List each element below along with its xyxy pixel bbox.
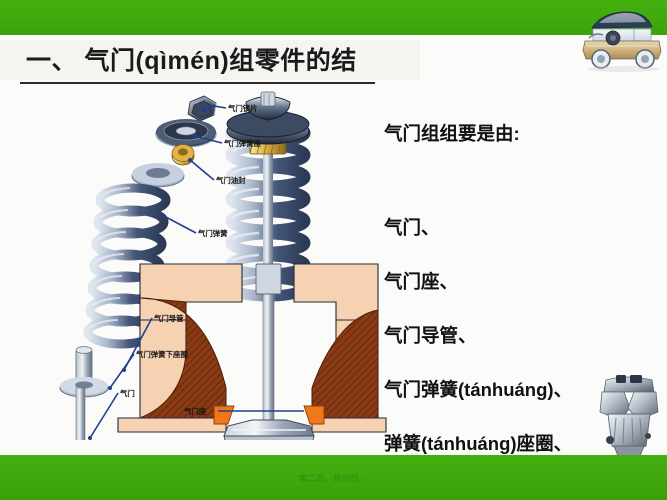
body-item-1: 气门座、 (384, 271, 459, 292)
body-item-3: 气门弹簧(tánhuáng)、 (384, 379, 573, 400)
callout-lines (89, 105, 304, 439)
engine-bolt (645, 433, 651, 439)
valve-guide-in-head (255, 263, 282, 295)
valve-spring-seat-part (155, 119, 217, 148)
callout-line-valve-spring-seat (193, 135, 223, 144)
label-valve-spring-lower-seat: 气门弹簧下座圈 (135, 350, 188, 359)
label-valve-seat: 气门座 (183, 407, 207, 416)
callout-line-valve-oil-seal (189, 159, 215, 181)
valve-part (75, 387, 86, 440)
callout-line-valve (89, 392, 119, 439)
head-deck-left (139, 263, 243, 321)
exhaust-port (311, 309, 379, 419)
body-item-0: 气门、 (384, 217, 440, 238)
car-roof-glass (599, 12, 646, 23)
body-item-4: 弹簧(tánhuáng)座圈、 (384, 433, 573, 454)
valve-spring-highlight (89, 187, 131, 329)
engine-block-body (607, 413, 651, 451)
assembled-valve-train-group (225, 91, 311, 408)
label-valve-lock-plate: 气门锁片 (227, 104, 258, 113)
callout-line-valve-spring (163, 215, 197, 234)
valve-head-face (223, 435, 315, 440)
title-background (0, 40, 420, 80)
callout-dots (88, 108, 206, 440)
lower-deck-left (117, 417, 227, 433)
valve-oil-seal-part (171, 144, 195, 166)
bottom-green-band-gradient (0, 455, 667, 500)
callout-line-valve-lock-plate (203, 105, 227, 111)
page-title: 一、 气门(qìmén)组零件的结 (26, 47, 357, 75)
callout-line-valve-spring-lower-seat (109, 353, 135, 389)
cylinder-head-cross-section (117, 263, 387, 440)
footer-page-indicator: 第二页，共20页。 (299, 474, 368, 483)
car-wheels (591, 49, 655, 69)
bottom-green-band (0, 455, 667, 500)
label-valve-guide: 气门导管 (153, 314, 184, 323)
callout-labels: 气门锁片 气门弹簧座 气门油封 气门弹簧 气门导管 气门弹簧下座圈 气门 气门座 (119, 104, 262, 416)
top-green-band-gradient (0, 0, 667, 35)
engine-block-photo (592, 370, 666, 462)
assembled-valve-stem (263, 108, 273, 408)
label-valve-oil-seal: 气门油封 (215, 176, 246, 185)
exploded-parts-group (59, 95, 217, 440)
engine-cover-block-2 (630, 375, 642, 383)
valve-seat-insert-left (213, 405, 235, 425)
spring-upper-washer-part (131, 163, 185, 188)
lower-deck-right (311, 417, 387, 433)
title-underline (20, 82, 375, 84)
top-green-band (0, 0, 667, 35)
valve-head-disc (223, 419, 315, 437)
body-item-2: 气门导管、 (384, 325, 477, 346)
label-valve-spring-seat: 气门弹簧座 (223, 139, 262, 148)
valve-lock-plate-part (187, 95, 217, 122)
valve-assembly-figure: 气门锁片 气门弹簧座 气门油封 气门弹簧 气门导管 气门弹簧下座圈 气门 气门座 (18, 88, 388, 440)
engine-pulley (606, 436, 614, 444)
car-cutaway-photo (579, 2, 665, 74)
label-valve: 气门 (119, 389, 135, 398)
assembled-spring-retainer (226, 91, 310, 145)
label-valve-spring: 气门弹簧 (197, 229, 228, 238)
body-spacer (384, 174, 662, 187)
intake-port (139, 297, 227, 419)
valve-seat-insert-right (303, 405, 325, 425)
engine-intake-manifold (603, 376, 655, 393)
head-deck-right (293, 263, 379, 321)
valve-guide-part (75, 346, 93, 385)
engine-cover-block-1 (616, 375, 626, 383)
body-intro: 气门组组要是由: (384, 123, 520, 144)
